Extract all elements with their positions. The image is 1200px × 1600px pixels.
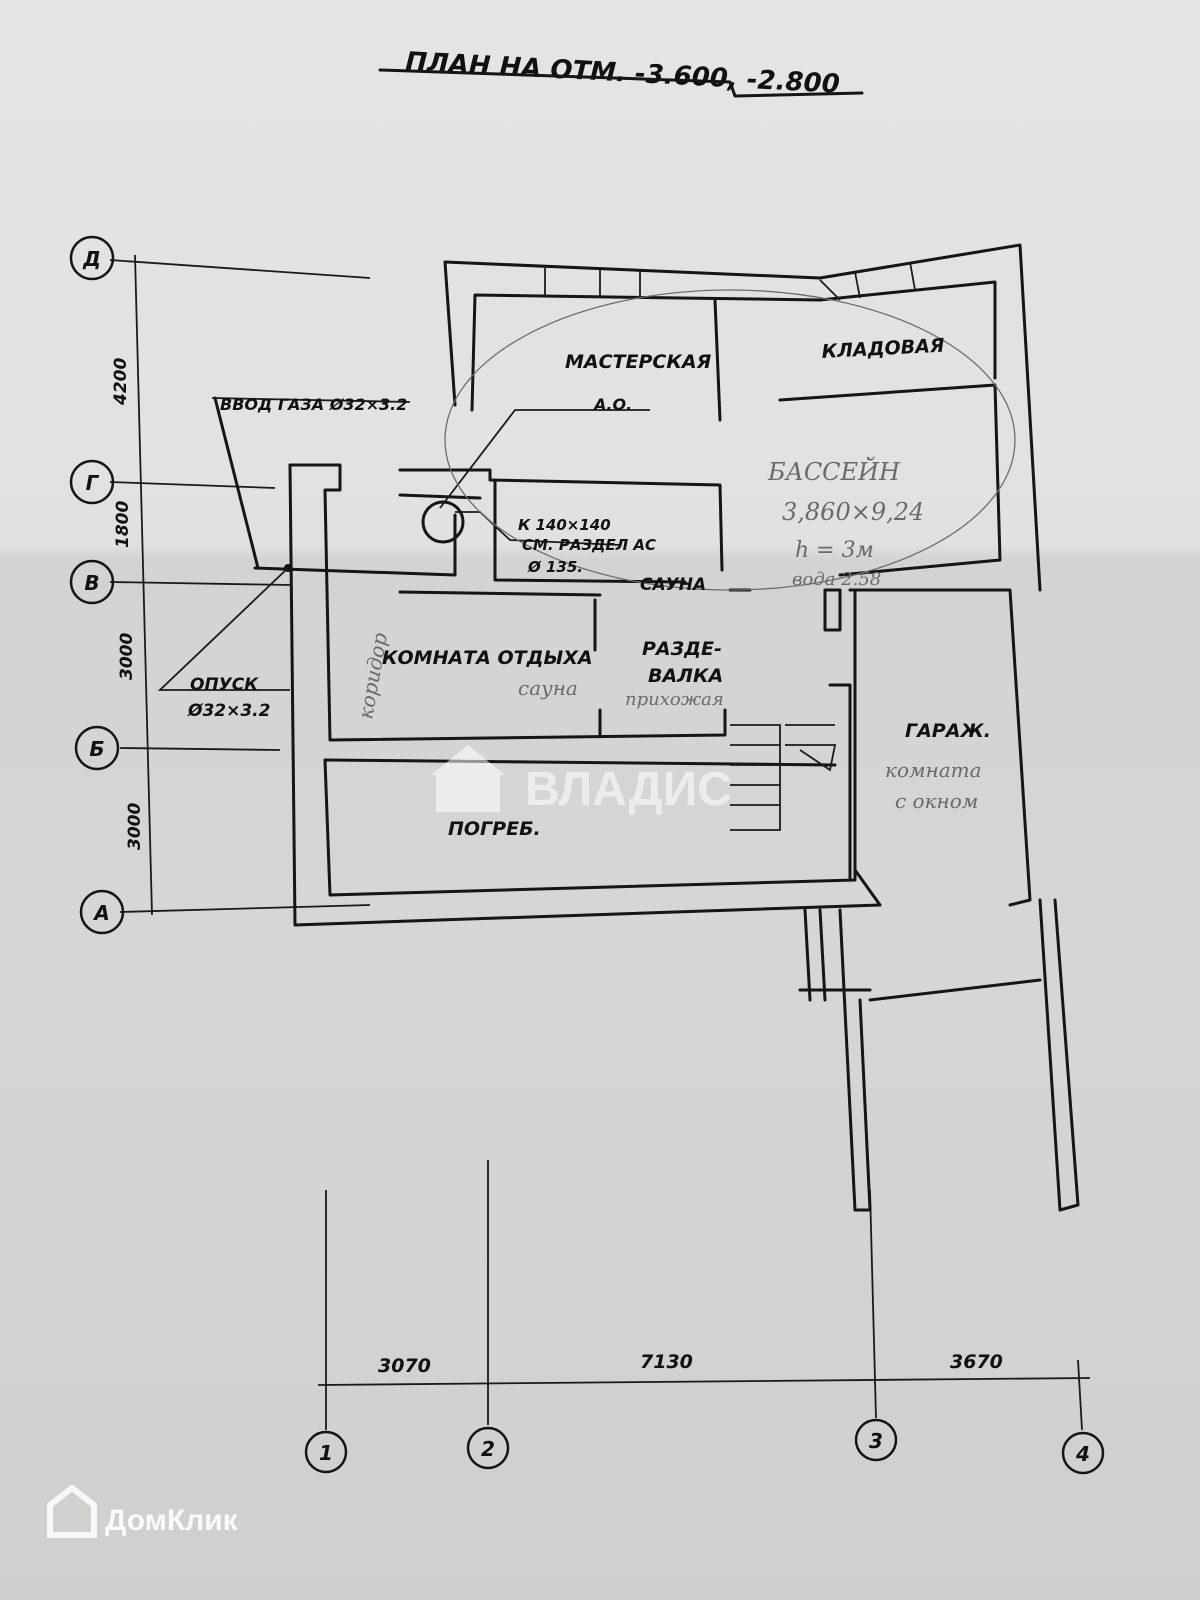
dim-3070: 3070: [378, 1355, 431, 1377]
dim-3000-a: 3000: [117, 633, 137, 680]
room-rest-label: КОМНАТА ОТДЫХА: [382, 647, 593, 669]
corridor-note: коридор: [353, 631, 392, 721]
room-workshop-label: МАСТЕРСКАЯ: [565, 351, 712, 373]
walls: [288, 243, 1080, 1212]
dim-1800: 1800: [113, 501, 133, 548]
dim-3000-b: 3000: [125, 803, 145, 850]
ad-label: А.О.: [592, 395, 632, 414]
axis-row-g: Г: [86, 471, 100, 495]
sauna-note: сауна: [518, 676, 578, 700]
drop-label-1: ОПУСК: [190, 675, 259, 695]
room-sauna-label: САУНА: [640, 575, 706, 595]
axis-row-v: В: [84, 571, 99, 595]
pool-outline: [444, 289, 1016, 591]
room-cellar-label: ПОГРЕБ.: [448, 818, 541, 840]
vladis-watermark: ВЛАДИС: [431, 745, 732, 816]
axis-col-3: 3: [869, 1429, 883, 1453]
domclick-house-icon: [47, 1484, 97, 1538]
axis-col-4: 4: [1075, 1442, 1090, 1466]
garage-note-1: комната: [885, 758, 982, 782]
garage-note-2: с окном: [895, 789, 978, 813]
chimney-label-2: СМ. РАЗДЕЛ АС: [522, 536, 656, 554]
axis-row-d: Д: [82, 247, 101, 271]
hallway-note: прихожая: [625, 689, 724, 710]
axis-col-2: 2: [481, 1437, 495, 1461]
gas-inlet-label: ВВОД ГАЗА Ø32×3.2: [220, 395, 407, 414]
axis-row-b: Б: [89, 737, 104, 761]
chimney-label-1: К 140×140: [518, 516, 611, 534]
title-underline: [378, 68, 864, 98]
room-changing-label-2: ВАЛКА: [648, 665, 723, 687]
vladis-logo-icon: [431, 745, 505, 812]
pool-note: БАССЕЙН: [767, 456, 901, 486]
gas-pipe: [157, 396, 650, 691]
axis-col-1: 1: [319, 1441, 333, 1465]
pool-size-note: 3,860×9,24: [782, 498, 924, 526]
dim-4200: 4200: [111, 358, 131, 406]
row-axis-markers: Д Г В Б А: [69, 235, 125, 935]
horizontal-dimension: 3070 7130 3670 1 2 3 4: [304, 1160, 1105, 1475]
room-changing-label-1: РАЗДЕ-: [642, 638, 722, 660]
dim-3670: 3670: [950, 1351, 1003, 1373]
pool-water-note: вода 2.58: [792, 569, 881, 590]
pool-depth-note: h = 3м: [795, 538, 874, 563]
dim-7130: 7130: [640, 1351, 693, 1373]
chimney-icon: [421, 500, 465, 544]
drop-label-2: Ø32×3.2: [187, 701, 270, 721]
vladis-watermark-text: ВЛАДИС: [525, 763, 732, 816]
domclick-text: ДомКлик: [105, 1504, 239, 1537]
vertical-dimension: 4200 1800 3000 3000: [109, 254, 371, 916]
axis-row-a: А: [92, 901, 109, 925]
room-storage-label: КЛАДОВАЯ: [821, 335, 945, 363]
domclick-logo: ДомКлик: [47, 1484, 239, 1538]
chimney-label-3: Ø 135.: [527, 558, 583, 576]
room-garage-label: ГАРАЖ.: [905, 720, 991, 742]
